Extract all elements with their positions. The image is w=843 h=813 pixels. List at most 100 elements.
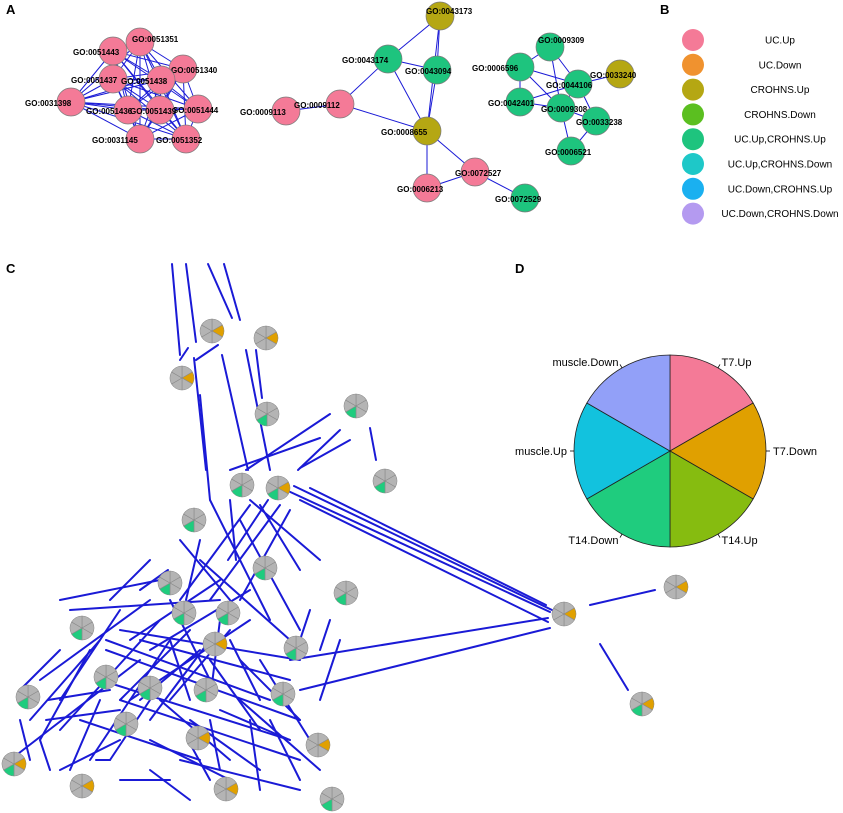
legend-swatch bbox=[682, 103, 704, 126]
go-node-label: GO:0009308 bbox=[541, 105, 588, 114]
pie-network-edge bbox=[39, 599, 151, 681]
pie-node-slice bbox=[204, 631, 216, 645]
pie-network-edge bbox=[109, 559, 151, 601]
go-node-label: GO:0051436 bbox=[86, 107, 133, 116]
pie-node-network-panel-c bbox=[1, 263, 689, 812]
go-node-label: GO:0044106 bbox=[546, 81, 593, 90]
pie-key-label: muscle.Up bbox=[515, 446, 567, 458]
go-node-circle bbox=[556, 136, 586, 166]
go-node-circle bbox=[546, 93, 576, 123]
pie-network-edges bbox=[9, 263, 656, 801]
pie-network-edge bbox=[195, 344, 219, 361]
legend-item: CROHNS.Up bbox=[682, 78, 810, 101]
pie-network-edge bbox=[285, 489, 551, 613]
pie-node bbox=[185, 725, 211, 751]
pie-network-edge bbox=[239, 699, 321, 771]
pie-node bbox=[663, 574, 689, 600]
pie-network-edge bbox=[207, 263, 233, 319]
pie-node bbox=[199, 318, 225, 344]
go-edge bbox=[112, 50, 187, 140]
pie-key-label: T7.Down bbox=[773, 446, 817, 458]
pie-node bbox=[15, 684, 41, 710]
panel-label-c: C bbox=[6, 261, 16, 276]
pie-node bbox=[343, 393, 369, 419]
legend-swatch bbox=[682, 128, 704, 151]
pie-node-slice bbox=[553, 601, 565, 615]
pie-network-edge bbox=[297, 429, 341, 471]
pie-node-slice bbox=[95, 664, 107, 678]
go-node-circle bbox=[325, 89, 355, 119]
go-node-label: GO:0031398 bbox=[25, 99, 72, 108]
pie-network-edge bbox=[309, 487, 547, 606]
pie-network-edge bbox=[45, 709, 121, 721]
legend-label: CROHNS.Up bbox=[751, 85, 810, 96]
pie-network-edge bbox=[319, 619, 331, 651]
pie-network-edge bbox=[229, 437, 321, 471]
go-node-label: GO:0009309 bbox=[538, 36, 585, 45]
legend-label: UC.Down,CROHNS.Down bbox=[721, 209, 838, 220]
pie-node bbox=[171, 600, 197, 626]
pie-network-edge bbox=[19, 719, 31, 761]
go-node: GO:0043094 bbox=[405, 55, 452, 85]
pie-network-edge bbox=[319, 639, 341, 701]
go-node-label: GO:0051444 bbox=[172, 106, 219, 115]
go-node-label: GO:0042401 bbox=[488, 99, 535, 108]
go-node-label: GO:0043173 bbox=[426, 7, 473, 16]
go-node-circle bbox=[412, 116, 442, 146]
legend-swatch bbox=[682, 177, 704, 200]
go-node-circle bbox=[535, 32, 565, 62]
legend-item: UC.Down bbox=[682, 53, 802, 76]
pie-node bbox=[69, 615, 95, 641]
pie-node-slice bbox=[285, 635, 297, 649]
pie-node bbox=[254, 401, 280, 427]
pie-node bbox=[229, 472, 255, 498]
pie-network-edge bbox=[255, 349, 263, 399]
go-node-circle bbox=[581, 106, 611, 136]
pie-node-slice bbox=[256, 401, 268, 415]
go-node: GO:0009112 bbox=[294, 89, 355, 119]
pie-network-edge bbox=[209, 504, 281, 601]
go-node: GO:0043173 bbox=[425, 1, 473, 31]
pie-node bbox=[265, 475, 291, 501]
pie-network-edge bbox=[69, 599, 221, 611]
pie-key-tick bbox=[619, 364, 623, 369]
pie-node-slice bbox=[183, 507, 195, 521]
pie-node-slice bbox=[171, 365, 183, 379]
pie-node bbox=[113, 711, 139, 737]
legend-swatch bbox=[682, 78, 704, 101]
pie-network-edge bbox=[171, 263, 181, 356]
pie-network-edge bbox=[209, 659, 261, 731]
pie-node-slice bbox=[215, 776, 227, 790]
go-node: GO:0051352 bbox=[156, 124, 203, 154]
pie-key-slice bbox=[573, 402, 671, 500]
pie-key-slice bbox=[586, 450, 671, 548]
pie-key-label: muscle.Down bbox=[552, 357, 618, 369]
pie-network-edge bbox=[149, 769, 191, 801]
pie-network-edge bbox=[299, 499, 549, 623]
pie-key-slice bbox=[669, 450, 754, 548]
pie-node-slice bbox=[255, 325, 267, 339]
pie-node bbox=[270, 681, 296, 707]
pie-node-slice bbox=[17, 684, 29, 698]
go-node-circle bbox=[125, 124, 155, 154]
go-node-label: GO:0051352 bbox=[156, 136, 203, 145]
go-node: GO:0051443 bbox=[73, 36, 128, 66]
go-node: GO:0051439 bbox=[130, 95, 177, 125]
go-node: GO:0006521 bbox=[545, 136, 592, 166]
pie-node bbox=[252, 555, 278, 581]
pie-node-slice bbox=[217, 600, 229, 614]
legend-label: UC.Down bbox=[759, 60, 802, 71]
pie-node-slice bbox=[374, 468, 386, 482]
pie-key-slices bbox=[573, 354, 767, 548]
go-node-circle bbox=[271, 96, 301, 126]
pie-network-edge bbox=[299, 609, 311, 641]
pie-node bbox=[305, 732, 331, 758]
pie-network-edge bbox=[239, 509, 291, 601]
pie-network-edge bbox=[369, 427, 377, 461]
go-node-circle bbox=[505, 87, 535, 117]
pie-network-edge bbox=[299, 627, 551, 691]
go-node-circle bbox=[113, 95, 143, 125]
pie-node-slice bbox=[187, 725, 199, 739]
go-node-circle bbox=[605, 59, 635, 89]
